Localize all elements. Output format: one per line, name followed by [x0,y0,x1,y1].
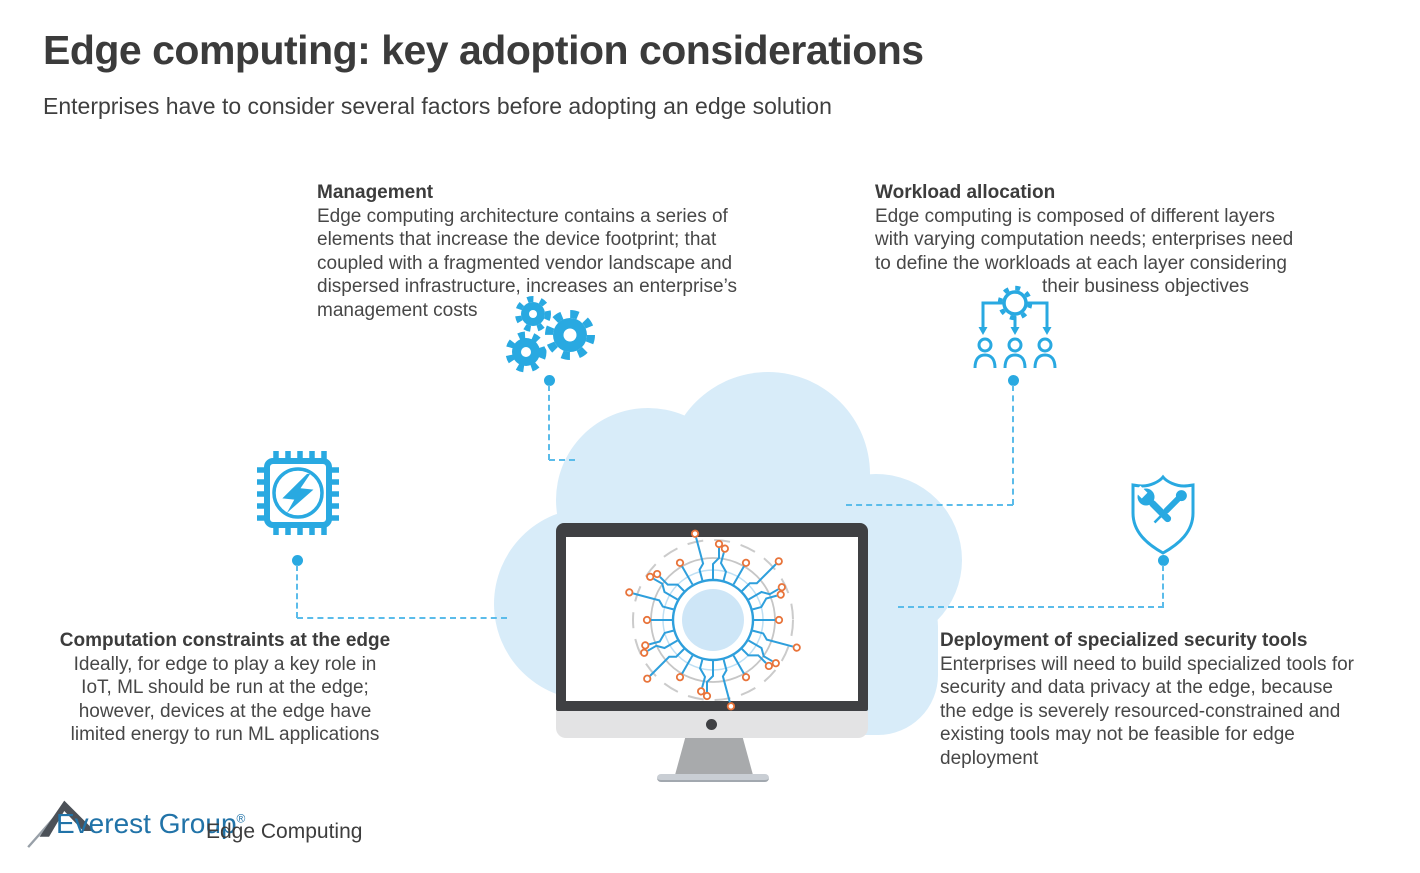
connector-line-management-v [548,385,550,460]
section-computation-line: limited energy to run ML applications [70,724,380,745]
mountain-peak-icon [27,800,95,848]
section-security-line: security and data privacy at the edge, b… [940,677,1333,698]
section-management-line: elements that increase the device footpr… [317,229,717,250]
connector-line-security-v [1162,565,1164,608]
connector-dot-computation [292,555,303,566]
section-computation-line: Ideally, for edge to play a key role in [73,653,377,675]
section-computation-line: however, devices at the edge have [78,700,372,722]
section-security-line: Enterprises will need to build specializ… [940,653,1354,675]
section-workload: Workload allocation Edge computing is co… [875,181,1293,299]
connector-line-computation-h [297,617,507,619]
section-management-line: coupled with a fragmented vendor landsca… [317,252,733,274]
section-security-heading: Deployment of specialized security tools [940,630,1308,651]
section-management: Management Edge computing architecture c… [317,181,737,322]
connector-dot-management [544,375,555,386]
product-label: Edge Computing [206,820,363,843]
page-subtitle: Enterprises have to consider several fac… [43,93,832,119]
section-management-line: management costs [317,299,478,321]
brand-name: Everest Group® [56,808,245,840]
section-workload-heading: Workload allocation [875,182,1056,203]
connector-line-security-h [898,606,1164,608]
section-security-line: deployment [940,747,1039,769]
connector-line-management-h [549,459,575,461]
monitor-stand [675,738,753,775]
gears-icon [505,296,598,373]
connector-line-workload-v [1012,385,1014,505]
connector-line-workload-h [846,504,1013,506]
section-management-line: Edge computing architecture contains a s… [317,205,728,227]
section-workload-line: with varying computation needs; enterpri… [875,229,1294,250]
shield-tools-icon [1131,474,1195,555]
section-computation: Computation constraints at the edge Idea… [44,629,406,747]
connector-dot-workload [1008,375,1019,386]
monitor-base [657,774,769,782]
section-management-heading: Management [317,182,434,203]
registered-mark: ® [236,811,246,826]
brand-name-text: Everest Group [56,808,237,839]
circuit-brain-icon [625,529,801,711]
section-management-line: dispersed infrastructure, increases an e… [317,276,737,297]
section-workload-line: to define the workloads at each layer co… [875,252,1287,274]
section-computation-heading: Computation constraints at the edge [59,630,391,651]
section-computation-line: IoT, ML should be run at the edge; [81,677,369,698]
section-workload-line: Edge computing is composed of different … [875,205,1275,227]
connector-dot-security [1158,555,1169,566]
workload-distribution-icon [973,285,1057,369]
monitor-camera-dot [706,719,717,730]
section-workload-line: their business objectives [1042,276,1249,297]
page-title: Edge computing: key adoption considerati… [43,27,924,73]
section-security-line: the edge is severely resourced-constrain… [940,700,1341,722]
section-security-line: existing tools may not be feasible for e… [940,724,1295,745]
section-security: Deployment of specialized security tools… [940,629,1354,770]
connector-line-computation-v [296,565,298,618]
chip-lightning-icon [257,451,339,535]
